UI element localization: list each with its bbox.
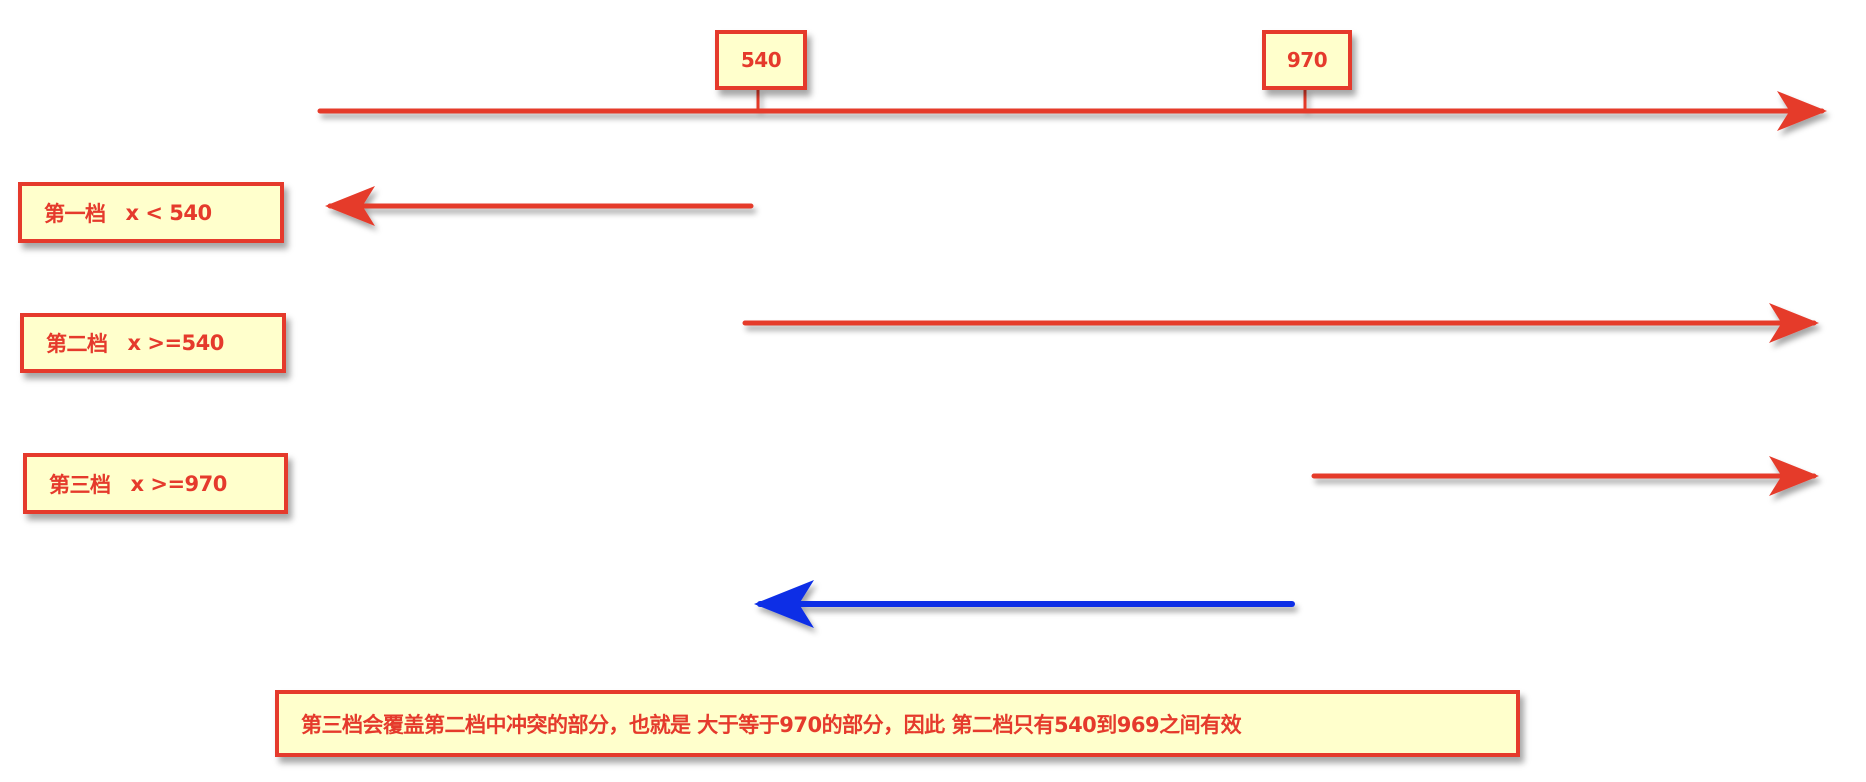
- tier-name: 第一档: [44, 201, 106, 226]
- tier2-label: 第二档 x >=540: [20, 313, 286, 373]
- tier-name: 第二档: [46, 332, 108, 356]
- explanation-note: 第三档会覆盖第二档中冲突的部分，也就是 大于等于970的部分，因此 第二档只有5…: [275, 690, 1520, 757]
- tick-label-text: 970: [1286, 48, 1328, 72]
- tier1-label: 第一档 x < 540: [18, 182, 284, 243]
- tick-label-text: 540: [740, 48, 782, 72]
- tier-name: 第三档: [49, 472, 111, 497]
- tier-condition: x >=970: [130, 471, 228, 496]
- tier-condition: x >=540: [127, 331, 225, 355]
- tick-label-540: 540: [715, 30, 807, 90]
- note-text: 第三档会覆盖第二档中冲突的部分，也就是 大于等于970的部分，因此 第二档只有5…: [301, 712, 1242, 737]
- tier3-label: 第三档 x >=970: [23, 453, 288, 514]
- tier-condition: x < 540: [125, 200, 213, 225]
- tick-label-970: 970: [1262, 30, 1352, 90]
